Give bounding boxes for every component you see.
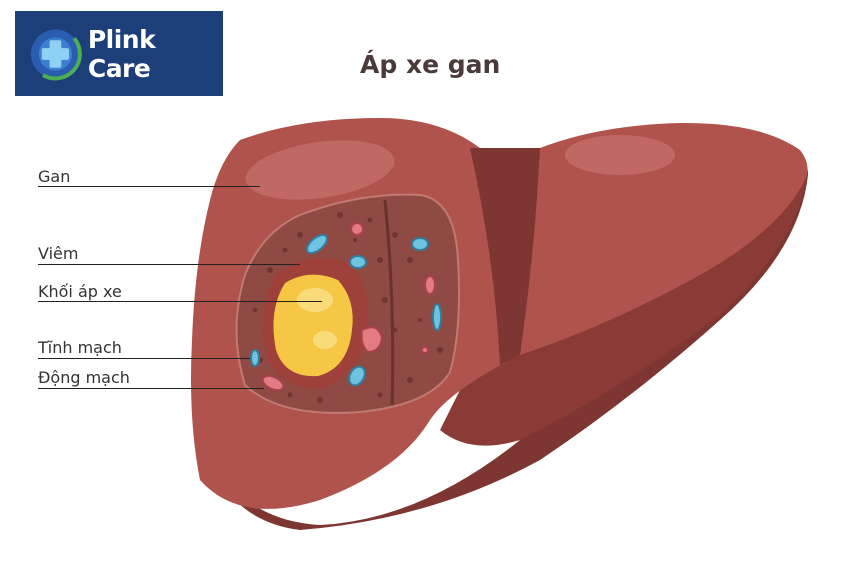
leader-tinh-mach: [38, 358, 250, 359]
page-title: Áp xe gan: [360, 50, 501, 79]
leader-viem: [38, 264, 300, 265]
label-tinh-mach: Tĩnh mạch: [38, 338, 122, 357]
liver-ligament: [470, 148, 540, 365]
label-dong-mach: Động mạch: [38, 368, 130, 387]
tissue-texture: [252, 212, 443, 403]
cross-section-divide: [383, 199, 395, 406]
label-khoi-ap-xe: Khối áp xe: [38, 282, 122, 301]
liver-highlight-right: [565, 135, 675, 175]
veins: [250, 234, 442, 387]
liver-right-lobe-shade: [440, 170, 808, 446]
leader-khoi-ap-xe: [38, 301, 322, 302]
medical-cross-icon: [29, 27, 82, 80]
label-gan: Gan: [38, 167, 71, 186]
label-viem: Viêm: [38, 244, 79, 263]
brand-name: Plink Care: [87, 24, 156, 83]
brand-logo: Plink Care: [15, 11, 223, 96]
liver-highlight-left: [245, 140, 395, 200]
abscess-highlight: [297, 288, 333, 312]
liver-underside: [200, 170, 808, 530]
arteries: [261, 222, 436, 392]
leader-dong-mach: [38, 388, 264, 389]
leader-gan: [38, 186, 260, 187]
